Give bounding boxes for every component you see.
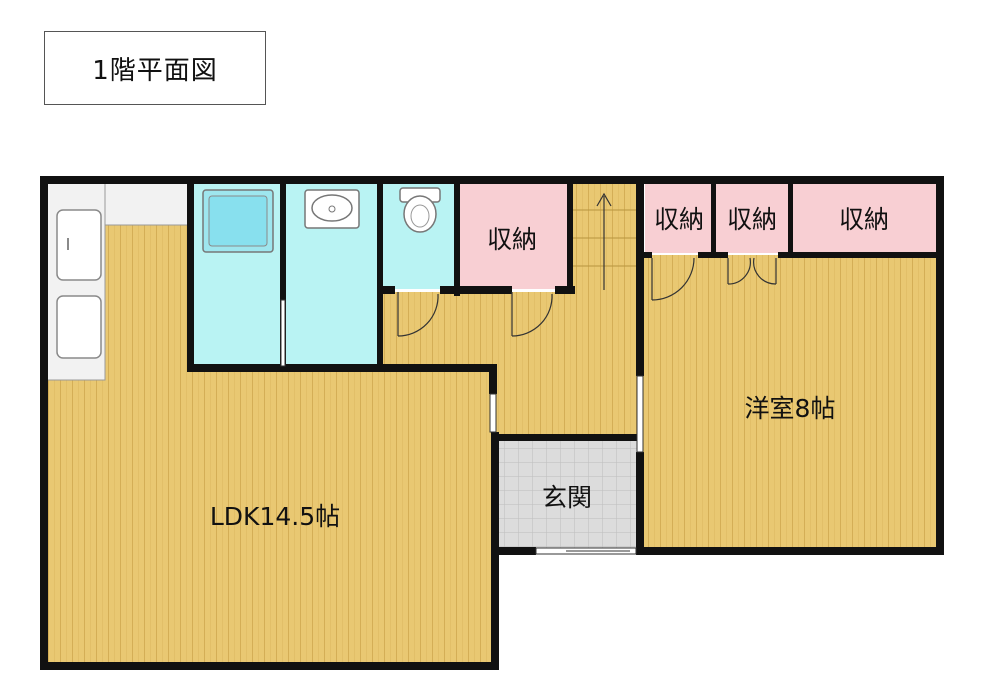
stairs-floor xyxy=(572,183,642,295)
ldk-label: LDK14.5帖 xyxy=(210,502,340,531)
western-room-floor xyxy=(642,255,937,548)
storage-hall xyxy=(460,183,570,289)
door-storage-west-2 xyxy=(727,257,777,285)
western-room-label: 洋室8帖 xyxy=(745,394,836,423)
door-storage-hall xyxy=(511,292,553,337)
storage-west-1-label: 収納 xyxy=(654,205,704,234)
storage-west-3-label: 収納 xyxy=(839,205,889,234)
opening-ldk xyxy=(489,393,497,433)
bathtub-icon xyxy=(202,189,274,253)
ldk-floor xyxy=(47,183,492,663)
genkan-floor xyxy=(497,440,637,550)
entrance-door xyxy=(535,547,637,555)
washbasin-icon xyxy=(304,189,360,229)
walls xyxy=(40,176,944,670)
stairs xyxy=(572,209,642,267)
door-toilet xyxy=(397,292,439,337)
sliding-door-bath xyxy=(280,299,286,367)
storage-west-2 xyxy=(716,183,790,253)
storage-hall-label: 収納 xyxy=(487,225,537,254)
kitchen-counter xyxy=(46,182,191,381)
storage-west-2-label: 収納 xyxy=(727,205,777,234)
stairs-up-arrow-icon xyxy=(596,192,612,290)
genkan-label: 玄関 xyxy=(542,483,592,512)
door-storage-west-1 xyxy=(651,257,695,301)
storage-west-3 xyxy=(793,183,937,253)
floor-plan-title: 1階平面図 xyxy=(44,31,266,105)
storage-west-1 xyxy=(645,183,713,253)
sliding-door-western xyxy=(636,375,644,453)
toilet-icon xyxy=(399,187,441,233)
